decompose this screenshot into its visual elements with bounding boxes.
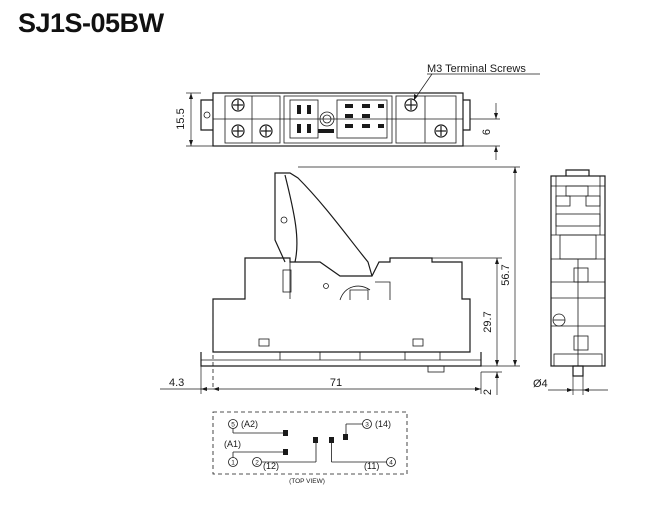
terminal-4-icon xyxy=(386,457,396,467)
terminal-3-number: 3 xyxy=(365,422,369,429)
terminal-5-number: 5 xyxy=(231,422,235,429)
terminal-2-number: 2 xyxy=(255,460,259,467)
top-view-label: (TOP VIEW) xyxy=(289,478,325,485)
dim-length: 71 xyxy=(330,377,342,389)
terminal-screw-icon xyxy=(231,98,245,112)
dim-height-top: 15.5 xyxy=(175,108,187,129)
dim-gap-top: 6 xyxy=(481,129,493,135)
end-view: Ø4 xyxy=(533,169,608,395)
terminal-2-icon xyxy=(252,457,262,467)
dim-total-height: 56.7 xyxy=(500,264,512,285)
terminal-3-label: (14) xyxy=(375,419,391,429)
top-view: M3 Terminal Screws 15.5 6 xyxy=(175,63,540,160)
terminal-1-number: 1 xyxy=(231,460,235,467)
terminal-screw-icon xyxy=(259,124,273,138)
terminal-5-label: (A2) xyxy=(241,419,258,429)
terminal-4-number: 4 xyxy=(389,460,393,467)
terminal-screw-icon xyxy=(231,124,245,138)
dim-hole-diameter: Ø4 xyxy=(533,378,548,390)
terminal-screw-icon xyxy=(404,98,418,112)
page-title: SJ1S-05BW xyxy=(18,8,164,38)
dim-left-offset: 4.3 xyxy=(169,377,184,389)
terminal-screws-callout: M3 Terminal Screws xyxy=(427,63,526,75)
dim-base-height: 29.7 xyxy=(482,311,494,332)
wiring-diagram: 5 (A2) (A1) 1 2 (12) 3 (14) 4 (11) xyxy=(212,411,408,485)
dim-bottom: 2 xyxy=(482,389,494,395)
terminal-screw-icon xyxy=(434,124,448,138)
terminal-4-label: (11) xyxy=(364,461,379,471)
side-view: 56.7 29.7 2 71 4.3 xyxy=(160,166,520,395)
terminal-1-label: (A1) xyxy=(224,439,241,449)
terminal-2-label: (12) xyxy=(263,461,279,471)
